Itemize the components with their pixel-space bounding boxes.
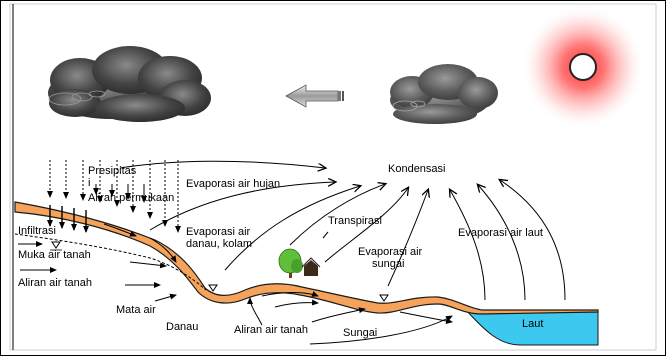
label-sungai: Sungai bbox=[343, 327, 377, 339]
label-laut: Laut bbox=[522, 318, 543, 330]
label-infiltrasi: Infiltrasi bbox=[18, 225, 56, 237]
label-danau: Danau bbox=[166, 321, 198, 333]
label-presipitasi: Presipitas bbox=[88, 165, 137, 177]
label-aliran-air-tanah-bottom: Aliran air tanah bbox=[234, 324, 308, 336]
label-aliran-permukaan: Aliran permukaan bbox=[88, 192, 174, 204]
sun-icon bbox=[521, 5, 645, 129]
label-muka-air-tanah: Muka air tanah bbox=[18, 249, 91, 261]
label-transpirasi: Transpirasi bbox=[328, 215, 382, 227]
label-evaporasi-air-laut: Evaporasi air laut bbox=[458, 227, 543, 239]
label-mata-air: Mata air bbox=[116, 304, 156, 316]
label-evaporasi-sungai-1: Evaporasi air bbox=[358, 246, 423, 258]
label-evaporasi-danau-2: danau, kolam bbox=[186, 238, 252, 250]
label-aliran-air-tanah-left: Aliran air tanah bbox=[18, 277, 92, 289]
label-evaporasi-sungai-2: sungai bbox=[372, 258, 404, 270]
label-evaporasi-danau-1: Evaporasi air bbox=[186, 226, 251, 238]
label-presipitasi-wrap: i bbox=[88, 177, 90, 189]
label-kondensasi: Kondensasi bbox=[388, 163, 446, 175]
label-evaporasi-air-hujan: Evaporasi air hujan bbox=[186, 178, 280, 190]
